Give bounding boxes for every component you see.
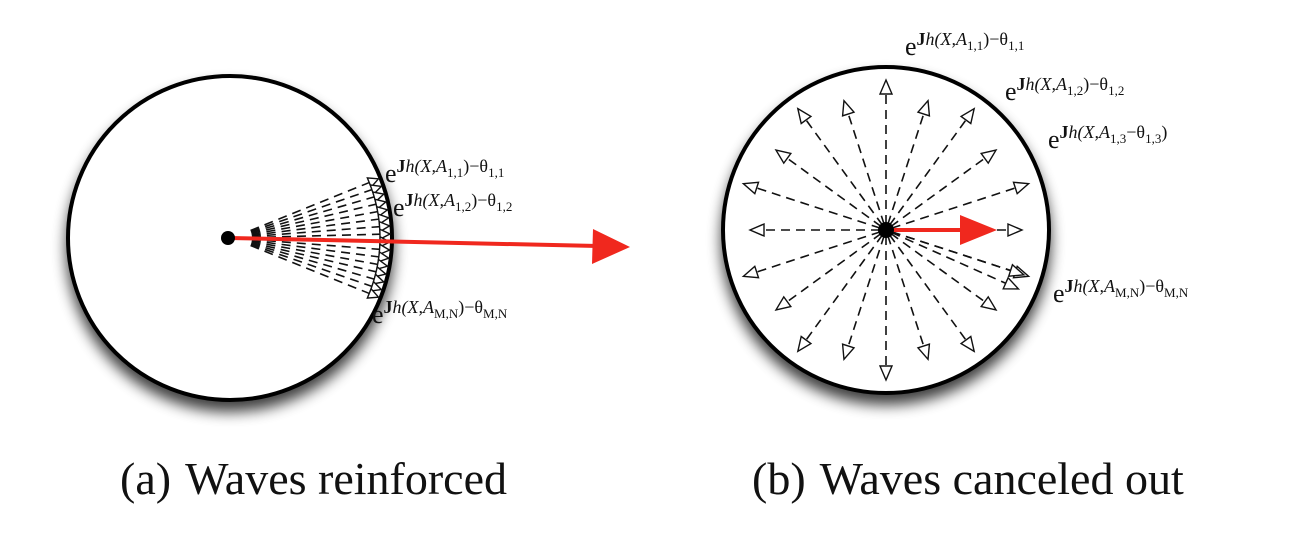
wave-vector-line bbox=[251, 239, 379, 258]
resultant-arrow-icon bbox=[592, 229, 630, 264]
wave-vector-line bbox=[888, 119, 967, 226]
annotation-base: e bbox=[385, 159, 397, 188]
wave-arrow-icon bbox=[378, 220, 392, 233]
wave-arrow-icon bbox=[1007, 222, 1024, 238]
resultant-arrow-icon bbox=[960, 215, 997, 245]
wave-arrow-icon bbox=[796, 107, 813, 125]
wave-vector-line bbox=[251, 225, 380, 238]
wave-vector-line bbox=[250, 244, 370, 295]
center-dot-icon bbox=[878, 222, 894, 238]
wave-arrow-icon bbox=[366, 287, 380, 299]
wave-arrow-icon bbox=[374, 265, 388, 278]
wave-arrow-icon bbox=[369, 280, 383, 292]
wave-vector-line bbox=[891, 231, 1006, 285]
caption-b: (b) Waves canceled out bbox=[752, 452, 1184, 512]
wave-arrow-icon bbox=[748, 222, 765, 238]
wave-vector-line bbox=[251, 203, 377, 235]
wave-arrow-icon bbox=[774, 149, 793, 165]
wave-vector-line bbox=[250, 188, 373, 233]
wave-vector-line bbox=[847, 235, 885, 347]
wave-arrow-icon bbox=[1012, 181, 1031, 195]
wave-arrow-icon bbox=[366, 177, 380, 189]
wave-vector-line bbox=[756, 231, 881, 273]
wave-vector-line bbox=[251, 218, 379, 237]
wave-arrow-icon bbox=[774, 295, 793, 311]
wave-arrow-icon bbox=[371, 273, 386, 285]
wave-arrow-icon bbox=[959, 335, 976, 353]
panel-b: eJh(X,A1,1)−θ1,1 eJh(X,A1,2)−θ1,2 eJh(X,… bbox=[721, 29, 1189, 395]
center-dot-icon bbox=[221, 231, 235, 245]
wave-vector-line bbox=[251, 240, 378, 266]
wave-vector-line bbox=[891, 231, 1011, 272]
annotation-b-4: eJh(X,AM,N)−θM,N bbox=[1053, 276, 1189, 308]
wave-vector-line bbox=[250, 242, 375, 280]
wave-vector-line bbox=[251, 210, 378, 236]
resultant-arrow-a-shaft bbox=[229, 236, 599, 248]
annotation-b-1: eJh(X,A1,1)−θ1,1 bbox=[905, 29, 1024, 61]
wave-arrow-icon bbox=[841, 98, 856, 117]
wave-arrow-icon bbox=[1002, 276, 1021, 290]
wave-arrow-icon bbox=[916, 98, 931, 117]
wave-vector-line bbox=[756, 187, 881, 229]
caption-a-text: Waves reinforced bbox=[185, 453, 508, 504]
wave-arrow-icon bbox=[878, 365, 894, 382]
wave-arrow-icon bbox=[959, 107, 976, 125]
wave-arrow-icon bbox=[375, 258, 390, 271]
wave-vector-line bbox=[250, 181, 370, 232]
wave-vector-line bbox=[805, 234, 884, 341]
wave-vector-line bbox=[890, 232, 986, 303]
wave-arrow-icon bbox=[841, 343, 856, 362]
wave-arrow-icon bbox=[979, 149, 998, 165]
caption-b-label: (b) bbox=[752, 453, 806, 504]
caption-a-label: (a) bbox=[120, 453, 172, 504]
wave-vector-line bbox=[251, 238, 380, 251]
caption-a: (a) Waves reinforced bbox=[120, 452, 507, 512]
wave-arrow-icon bbox=[796, 335, 813, 353]
annotation-b-3: eJh(X,A1,3−θ1,3) bbox=[1048, 122, 1167, 154]
panel-a: eJh(X,A1,1)−θ1,1 eJh(X,A1,2)−θ1,2 eJh(X,… bbox=[66, 74, 630, 402]
wave-vector-line bbox=[888, 234, 967, 341]
wave-arrow-icon bbox=[741, 265, 760, 279]
wave-vector-line bbox=[786, 157, 882, 228]
wave-arrow-icon bbox=[379, 228, 392, 241]
annotation-a-2: eJh(X,A1,2)−θ1,2 bbox=[393, 190, 512, 222]
wave-vector-line bbox=[251, 241, 377, 273]
wave-arrow-icon bbox=[979, 295, 998, 311]
wave-arrow-icon bbox=[378, 243, 392, 256]
annotation-b-2: eJh(X,A1,2)−θ1,2 bbox=[1005, 74, 1124, 106]
annotation-a-3: eJh(X,AM,N)−θM,N bbox=[372, 297, 508, 329]
wave-vector-line bbox=[887, 235, 925, 347]
wave-arrow-icon bbox=[741, 181, 760, 195]
wave-vector-line bbox=[890, 157, 986, 228]
wave-arrow-icon bbox=[878, 78, 894, 95]
wave-vector-line bbox=[250, 196, 375, 234]
wave-vector-line bbox=[250, 243, 373, 288]
wave-arrow-icon bbox=[377, 250, 391, 263]
wave-vector-line bbox=[887, 113, 925, 225]
wave-vector-line bbox=[786, 232, 882, 303]
wave-vector-line bbox=[805, 119, 884, 226]
wave-arrow-icon bbox=[1007, 263, 1026, 277]
wave-vector-line bbox=[847, 113, 885, 225]
caption-b-text: Waves canceled out bbox=[819, 453, 1184, 504]
wave-vector-line bbox=[891, 187, 1016, 229]
annotation-a-1: eJh(X,A1,1)−θ1,1 bbox=[385, 156, 504, 188]
wave-vectors-b bbox=[741, 78, 1031, 382]
wave-arrow-icon bbox=[916, 343, 931, 362]
